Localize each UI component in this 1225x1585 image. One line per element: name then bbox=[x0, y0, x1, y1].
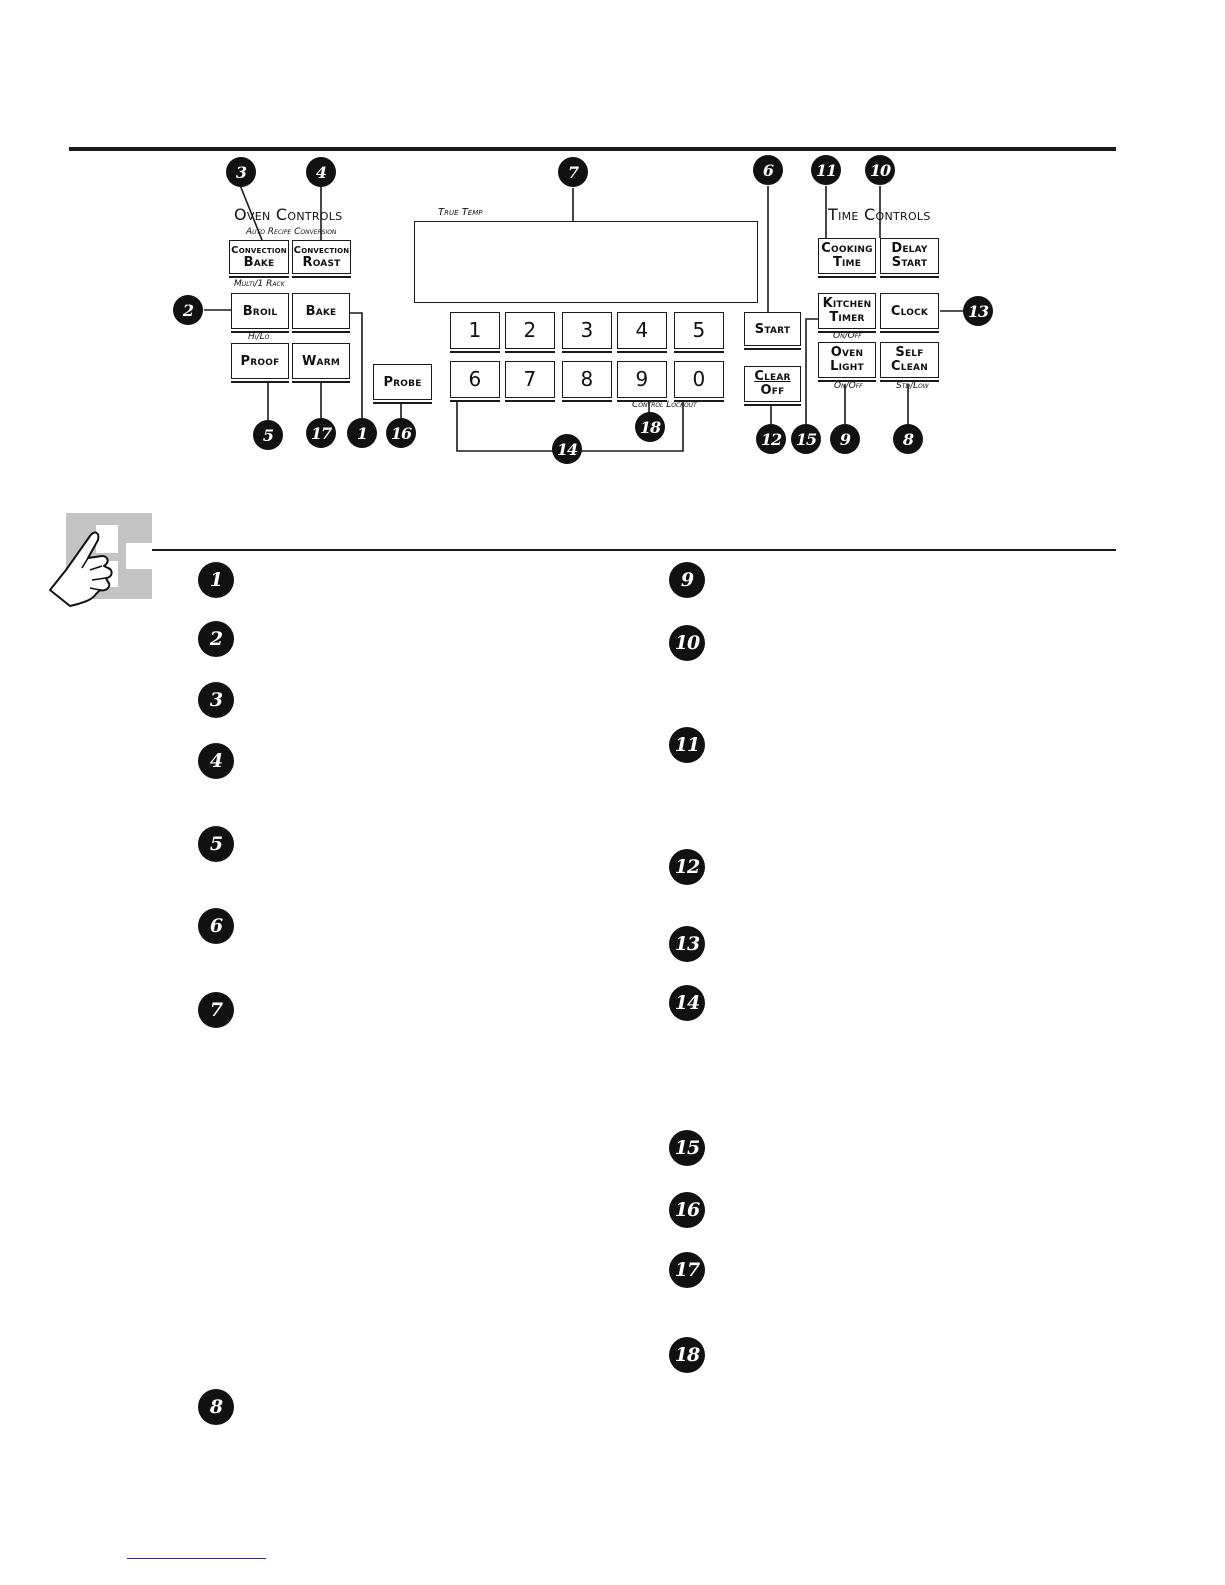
callout-oven-light: 9 bbox=[830, 424, 860, 454]
cooking-time-button[interactable]: Cooking Time bbox=[818, 238, 876, 278]
legend-badge-6: 6 bbox=[198, 908, 234, 944]
number-key-2[interactable]: 2 bbox=[505, 312, 555, 353]
callout-number-pads: 14 bbox=[552, 434, 582, 464]
probe-button[interactable]: Probe bbox=[373, 364, 432, 404]
proof-button[interactable]: Proof bbox=[231, 343, 289, 383]
callout-probe: 16 bbox=[386, 418, 416, 448]
self-clean-button[interactable]: Self Clean bbox=[880, 342, 939, 382]
clear-off-line2: Off bbox=[760, 383, 785, 398]
time-controls-heading: Time Controls bbox=[828, 205, 931, 224]
top-rule bbox=[69, 147, 1116, 151]
clock-button[interactable]: Clock bbox=[880, 293, 939, 333]
warm-button[interactable]: Warm bbox=[292, 343, 350, 383]
self-clean-sub-label: Std/Low bbox=[896, 381, 929, 391]
legend-badge-13: 13 bbox=[669, 926, 705, 962]
callout-start: 6 bbox=[753, 155, 783, 185]
auto-recipe-label: Auto Recipe Conversion bbox=[246, 227, 337, 237]
legend-badge-1: 1 bbox=[198, 562, 234, 598]
number-key-5[interactable]: 5 bbox=[674, 312, 724, 353]
legend-badge-10: 10 bbox=[669, 625, 705, 661]
convection-bake-line1: Convection bbox=[231, 244, 287, 256]
callout-convection-roast: 4 bbox=[306, 157, 336, 187]
legend-badge-14: 14 bbox=[669, 985, 705, 1021]
legend-badge-15: 15 bbox=[669, 1130, 705, 1166]
callout-convection-bake: 3 bbox=[226, 157, 256, 187]
delay-start-line1: Delay bbox=[891, 241, 928, 256]
oven-light-button[interactable]: Oven Light bbox=[818, 342, 876, 382]
oven-light-line2: Light bbox=[830, 359, 864, 374]
legend-badge-7: 7 bbox=[198, 992, 234, 1028]
start-button[interactable]: Start bbox=[744, 312, 801, 350]
number-key-1[interactable]: 1 bbox=[450, 312, 500, 353]
callout-cooking-time: 11 bbox=[811, 155, 841, 185]
callout-display: 7 bbox=[558, 157, 588, 187]
convection-bake-line2: Bake bbox=[243, 254, 275, 270]
legend-badge-12: 12 bbox=[669, 849, 705, 885]
self-clean-line2: Clean bbox=[891, 359, 928, 374]
number-key-0[interactable]: 0 bbox=[674, 361, 724, 402]
broil-button[interactable]: Broil bbox=[231, 293, 289, 333]
convection-bake-button[interactable]: Convection Bake bbox=[229, 240, 289, 278]
callout-proof: 5 bbox=[253, 420, 283, 450]
number-key-3[interactable]: 3 bbox=[562, 312, 612, 353]
callout-bake: 1 bbox=[347, 418, 377, 448]
convection-roast-button[interactable]: Convection Roast bbox=[292, 240, 351, 278]
kitchen-timer-line2: Timer bbox=[829, 310, 865, 325]
number-key-7[interactable]: 7 bbox=[505, 361, 555, 402]
oven-controls-heading: Oven Controls bbox=[234, 205, 343, 224]
oven-light-sub-label: On/Off bbox=[834, 381, 863, 391]
legend-badge-5: 5 bbox=[198, 826, 234, 862]
clear-off-line1: Clear bbox=[754, 369, 791, 384]
number-key-6[interactable]: 6 bbox=[450, 361, 500, 402]
legend-badge-11: 11 bbox=[669, 727, 705, 763]
legend-badge-18: 18 bbox=[669, 1337, 705, 1373]
delay-start-button[interactable]: Delay Start bbox=[880, 238, 939, 278]
kitchen-timer-line1: Kitchen bbox=[822, 296, 872, 311]
callout-delay-start: 10 bbox=[865, 155, 895, 185]
hi-lo-label: Hi/Lo bbox=[248, 332, 270, 342]
legend-badge-16: 16 bbox=[669, 1192, 705, 1228]
callout-self-clean: 8 bbox=[893, 424, 923, 454]
clear-off-button[interactable]: Clear Off bbox=[744, 366, 801, 406]
convection-roast-line2: Roast bbox=[302, 254, 341, 270]
number-key-8[interactable]: 8 bbox=[562, 361, 612, 402]
temperature-display bbox=[414, 221, 758, 303]
callout-control-lockout: 18 bbox=[635, 412, 665, 442]
bake-button[interactable]: Bake bbox=[292, 293, 350, 333]
callout-clear-off: 12 bbox=[756, 424, 786, 454]
legend-badge-3: 3 bbox=[198, 682, 234, 718]
cooking-time-line2: Time bbox=[832, 255, 862, 270]
legend-badge-17: 17 bbox=[669, 1252, 705, 1288]
control-lockout-label: Control Lockout bbox=[632, 400, 697, 410]
callout-clock: 13 bbox=[963, 296, 993, 326]
true-temp-label: True Temp bbox=[438, 207, 483, 218]
number-key-9[interactable]: 9 bbox=[617, 361, 667, 402]
legend-badge-9: 9 bbox=[669, 562, 705, 598]
multi-rack-label: Multi/1 Rack bbox=[234, 279, 285, 289]
oven-light-line1: Oven bbox=[830, 345, 864, 360]
legend-badge-8: 8 bbox=[198, 1389, 234, 1425]
kitchen-timer-sub-label: On/Off bbox=[833, 331, 862, 341]
kitchen-timer-button[interactable]: Kitchen Timer bbox=[818, 293, 876, 333]
convection-roast-line1: Convection bbox=[293, 244, 350, 256]
legend-badge-2: 2 bbox=[198, 621, 234, 657]
footer-link-line[interactable] bbox=[127, 1558, 266, 1559]
callout-broil: 2 bbox=[173, 295, 203, 325]
number-key-4[interactable]: 4 bbox=[617, 312, 667, 353]
self-clean-line1: Self bbox=[895, 345, 924, 360]
cooking-time-line1: Cooking bbox=[821, 241, 873, 256]
section-rule bbox=[152, 549, 1116, 551]
legend-badge-4: 4 bbox=[198, 743, 234, 779]
callout-warm: 17 bbox=[306, 418, 336, 448]
pointing-hand-icon bbox=[49, 531, 113, 607]
callout-kitchen-timer: 15 bbox=[791, 424, 821, 454]
delay-start-line2: Start bbox=[891, 255, 928, 270]
